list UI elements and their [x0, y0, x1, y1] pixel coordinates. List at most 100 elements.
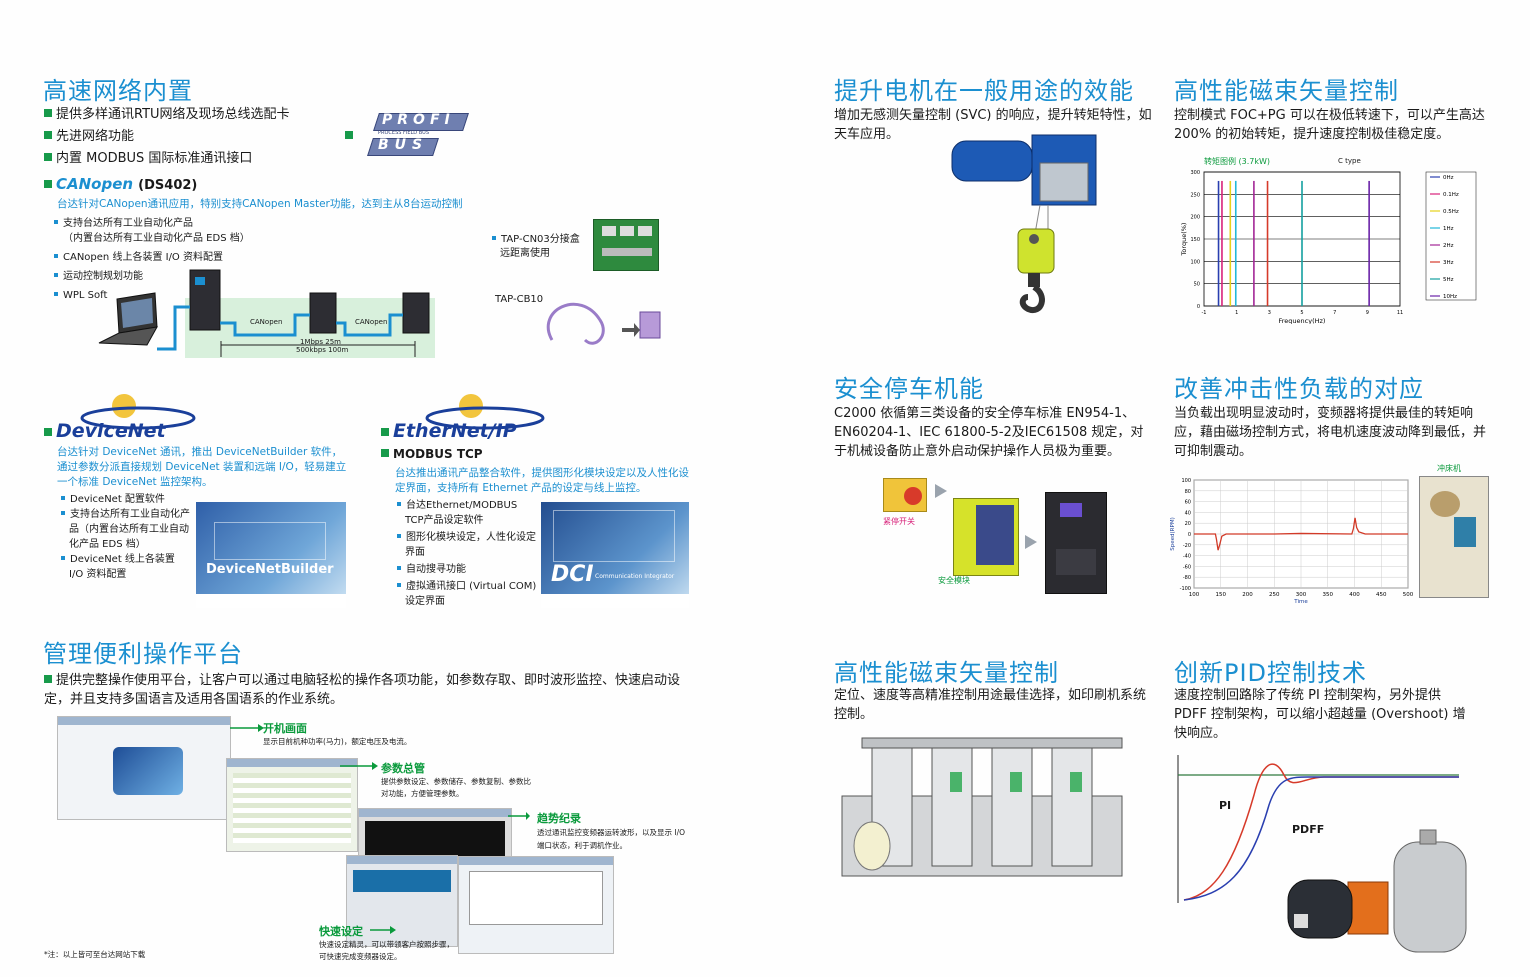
- press-machine: [1419, 476, 1489, 598]
- y-tick-label: 100: [1181, 478, 1191, 484]
- x-tick-label: 1: [1235, 310, 1238, 316]
- ethernet-item: 台达Ethernet/MODBUS TCP产品设定软件: [397, 498, 537, 528]
- canopen-line-label: CANopen: [355, 318, 388, 326]
- flux-top-title: 高性能磁束矢量控制: [1174, 77, 1399, 105]
- canopen-item: 支持台达所有工业自动化产品: [54, 216, 284, 231]
- dci-screenshot: DCI Communication Integrator: [541, 502, 689, 608]
- screenshot-grid: [553, 510, 675, 562]
- y-tick-label: 0: [1188, 532, 1191, 538]
- legend-label: 0.1Hz: [1443, 192, 1459, 198]
- emergency-stop-label: 紧停开关: [883, 517, 915, 526]
- x-tick-label: 400: [1349, 592, 1360, 598]
- devicenet-item: DeviceNet 线上各装置 I/O 资料配置: [61, 552, 191, 582]
- y-tick-label: 60: [1185, 500, 1191, 506]
- modbus-tcp-header: MODBUS TCP: [381, 447, 483, 461]
- canopen-items: 支持台达所有工业自动化产品 （内置台达所有工业自动化产品 EDS 档） CANo…: [54, 216, 284, 303]
- network-title: 高速网络内置: [43, 77, 193, 105]
- torque-chart-title: 转矩图例 (3.7kW): [1204, 157, 1271, 166]
- y-tick-label: -80: [1183, 575, 1191, 581]
- tap-cn03-label: TAP-CN03分接盒: [492, 232, 580, 247]
- bullet-text: 内置 MODBUS 国际标准通讯接口: [56, 151, 253, 166]
- x-tick-label: 250: [1269, 592, 1280, 598]
- tap-cn03-board: [593, 219, 659, 271]
- y-axis-label: Speed(RPM): [1170, 517, 1176, 550]
- y-tick-label: 200: [1190, 215, 1200, 221]
- x-tick-label: 150: [1216, 592, 1227, 598]
- profibus-logo-bottom-text: BUS: [378, 137, 429, 153]
- hoist-title: 提升电机在一般用途的效能: [834, 77, 1134, 105]
- devicenetbuilder-screenshot: DeviceNetBuilder: [196, 502, 346, 608]
- impact-desc: 当负载出现明显波动时，变频器将提供最佳的转矩响应，藉由磁场控制方式，将电机速度波…: [1174, 406, 1487, 459]
- profibus-logo-mid-text: PROCESS FIELD BUS: [378, 130, 430, 136]
- callout-desc: 显示目前机种功率(马力)，额定电压及电流。: [263, 737, 412, 746]
- x-tick-label: 7: [1333, 310, 1336, 316]
- safety-module-label: 安全模块: [938, 576, 970, 585]
- callout-title: 参数总管: [381, 762, 425, 775]
- press-machine-label: 冲床机: [1437, 464, 1461, 473]
- tap-cn03-sub: 远距离使用: [500, 248, 550, 259]
- canopen-logo: CANopen: [56, 175, 134, 193]
- ethernet-desc: 台达推出通讯产品整合软件，提供图形化模块设定以及人性化设定界面，支持所有 Eth…: [395, 467, 689, 494]
- arrow-icon: [1025, 535, 1047, 549]
- bullet-text: 提供多样通讯RTU网络及现场总线选配卡: [56, 107, 290, 122]
- screenshot-grid: [214, 522, 326, 560]
- pid-title: 创新PID控制技术: [1174, 659, 1368, 687]
- screenshot-quick: [458, 856, 614, 954]
- canopen-speed-label: 1Mbps 25m: [300, 338, 341, 346]
- x-tick-label: 200: [1242, 592, 1253, 598]
- legend-label: 0.5Hz: [1443, 209, 1459, 215]
- emergency-stop-switch: [883, 478, 927, 512]
- dci-sub-label: Communication Integrator: [595, 573, 675, 580]
- screenshot-footer: [541, 594, 689, 608]
- x-tick-label: 11: [1397, 310, 1403, 316]
- platform-title: 管理便利操作平台: [43, 640, 243, 668]
- ethernet-items: 台达Ethernet/MODBUS TCP产品设定软件 图形化模块设定，人性化设…: [397, 498, 537, 609]
- devicenet-logo-swoosh: [80, 394, 196, 430]
- motor-tank-illustration: [1287, 829, 1467, 953]
- y-tick-label: 40: [1185, 510, 1191, 516]
- canopen-desc: 台达针对CANopen通讯应用，特别支持CANopen Master功能，达到主…: [57, 198, 463, 210]
- ethernetip-logo: EtherNet/IP: [393, 420, 517, 442]
- legend-label: 5Hz: [1443, 277, 1454, 283]
- callout-startup: 开机画面 显示目前机种功率(马力)，额定电压及电流。: [263, 720, 411, 747]
- devicenet-header: DeviceNet: [44, 420, 166, 442]
- y-tick-label: 250: [1190, 192, 1200, 198]
- callout-desc: 透过通讯监控变频器运转波形，以及显示 I/O 端口状态，利于调机作业。: [537, 828, 686, 850]
- devicenetbuilder-label: DeviceNetBuilder: [206, 562, 334, 577]
- callout-desc: 提供参数设定、参数储存、参数复制、参数比对功能，方便管理参数。: [381, 777, 531, 798]
- pid-response-chart: [1177, 755, 1459, 903]
- legend-label: 0Hz: [1443, 175, 1454, 181]
- x-axis-label: Frequency(Hz): [1279, 317, 1326, 324]
- x-tick-label: -1: [1202, 310, 1207, 316]
- hoist-illustration: [951, 134, 1097, 314]
- torque-chart-subtitle: C type: [1338, 157, 1361, 165]
- y-tick-label: 0: [1197, 304, 1200, 310]
- network-bullet: 内置 MODBUS 国际标准通讯接口: [44, 149, 252, 168]
- y-tick-label: 20: [1185, 521, 1191, 527]
- y-tick-label: -20: [1183, 543, 1191, 549]
- x-axis-label: Time: [1293, 599, 1308, 605]
- series-line: [1194, 517, 1408, 551]
- hoist-desc: 增加无感测矢量控制 (SVC) 的响应，提升转矩特性，如天车应用。: [834, 108, 1152, 142]
- ethernet-item: 图形化模块设定，人性化设定界面: [397, 530, 537, 560]
- canopen-ds: (DS402): [138, 178, 198, 193]
- callout-trend: 趋势纪录 透过通讯监控变频器运转波形，以及显示 I/O 端口状态，利于调机作业。: [537, 810, 693, 852]
- y-tick-label: 150: [1190, 237, 1200, 243]
- x-tick-label: 350: [1323, 592, 1334, 598]
- canopen-item: CANopen 线上各装置 I/O 资料配置: [54, 250, 284, 265]
- ac-drive: [1045, 492, 1107, 594]
- bullet-square: [345, 131, 353, 139]
- legend-label: 3Hz: [1443, 260, 1454, 266]
- devicenet-items: DeviceNet 配置软件 支持台达所有工业自动化产品（内置台达所有工业自动化…: [61, 492, 191, 582]
- bullet-text: 先进网络功能: [56, 129, 135, 144]
- flux-bottom-desc: 定位、速度等高精准控制用途最佳选择，如印刷机系统控制。: [834, 688, 1147, 722]
- pid-label-pdff: PDFF: [1292, 823, 1325, 836]
- callout-title: 趋势纪录: [537, 812, 581, 825]
- tap-cb10-label: TAP-CB10: [495, 294, 544, 305]
- legend-label: 10Hz: [1443, 294, 1457, 300]
- safety-desc: C2000 依循第三类设备的安全停车标准 EN954-1、EN60204-1、I…: [834, 406, 1144, 459]
- profibus-logo-top-text: PROFI: [382, 112, 455, 128]
- legend-label: 2Hz: [1443, 243, 1454, 249]
- printing-machine-illustration: [841, 737, 1123, 877]
